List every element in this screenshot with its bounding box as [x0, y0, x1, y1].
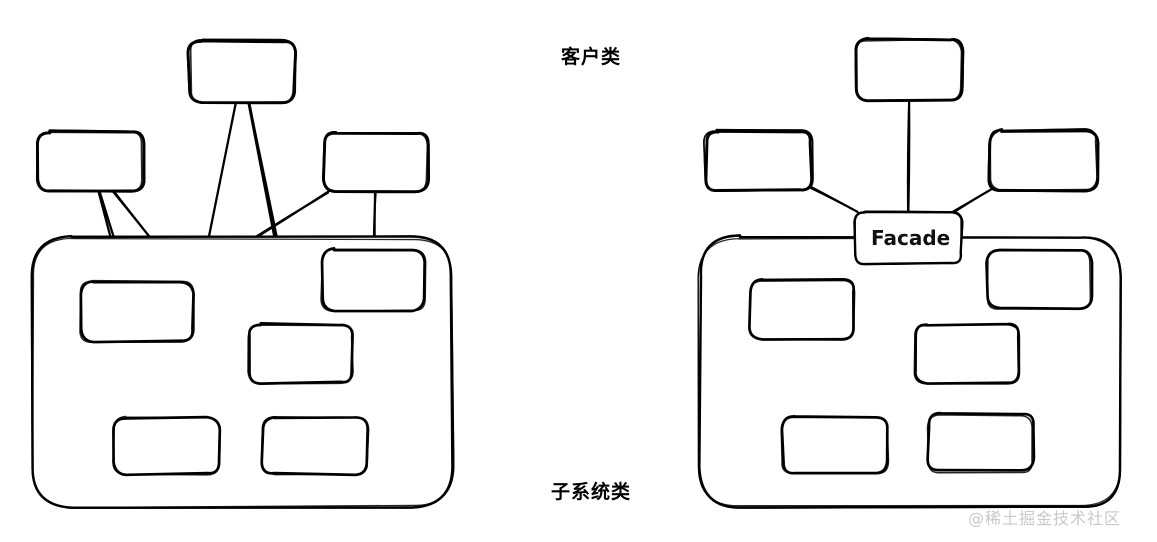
right-client-box-1[interactable] — [854, 36, 965, 103]
left-client-box-2-outline — [35, 129, 146, 193]
left-subsystem-box-5[interactable] — [260, 415, 370, 477]
right-connection-overlay-2-stroke — [810, 186, 859, 213]
facade-box-label: Facade — [871, 226, 951, 250]
left-subsystem-box-4[interactable] — [112, 415, 222, 477]
right-client-box-2[interactable] — [703, 128, 814, 192]
right-subsystem-box-2-outline — [985, 248, 1094, 311]
right-subsystem-box-2-outline-2 — [986, 248, 1092, 310]
watermark-text: @稀土掘金技术社区 — [968, 509, 1122, 528]
right-client-box-3[interactable] — [987, 128, 1100, 193]
right-subsystem-box-4[interactable] — [780, 415, 890, 475]
left-subsystem-box-4-outline — [112, 415, 222, 477]
right-subsystem-box-5-outline — [926, 411, 1036, 472]
left-client-box-3-outline-2 — [323, 132, 429, 193]
right-subsystem-box-2[interactable] — [985, 248, 1094, 311]
right-client-box-1-outline-2 — [854, 38, 963, 102]
left-subsystem-box-3-outline — [248, 322, 354, 385]
left-subsystem-box-1-outline-2 — [79, 279, 195, 344]
left-boxes — [30, 38, 455, 509]
left-subsystem-box-2[interactable] — [320, 246, 427, 313]
right-subsystem-container-outline-2 — [697, 236, 1122, 507]
right-subsystem-box-1-outline-2 — [749, 279, 856, 341]
left-subsystem-box-3[interactable] — [247, 322, 354, 385]
left-client-box-1-outline — [186, 39, 298, 105]
right-subsystem-box-1-outline — [748, 277, 855, 341]
right-connection-overlay-3 — [952, 188, 992, 213]
left-client-box-2-outline-2 — [35, 131, 143, 193]
left-subsystem-box-1[interactable] — [79, 279, 195, 344]
facade-box-outline-2 — [854, 210, 962, 266]
right-subsystem-box-3[interactable] — [913, 322, 1021, 385]
left-client-box-2[interactable] — [35, 129, 146, 193]
left-client-box-1-outline-2 — [189, 38, 297, 104]
right-connection-overlay-3-stroke — [952, 188, 992, 213]
left-subsystem-box-5-outline-2 — [260, 415, 370, 476]
subsystem-classes-label: 子系统类 — [551, 481, 632, 503]
client-classes-label: 客户类 — [561, 46, 622, 68]
right-subsystem-box-5[interactable] — [926, 411, 1036, 474]
right-connection-overlay-1 — [906, 98, 911, 213]
right-client-box-2-outline-2 — [703, 128, 814, 192]
right-subsystem-box-4-outline — [780, 415, 889, 475]
left-subsystem-container-outline-2 — [31, 237, 455, 509]
right-subsystem-box-4-outline-2 — [780, 416, 890, 475]
right-subsystem-box-1[interactable] — [748, 277, 856, 341]
facade-box[interactable] — [853, 210, 964, 266]
right-subsystem-box-3-outline-2 — [913, 324, 1021, 385]
right-connection-overlay-1-stroke — [906, 98, 911, 213]
left-subsystem-box-5-outline — [260, 415, 369, 477]
right-subsystem-box-5-outline-2 — [926, 414, 1033, 474]
left-subsystem-box-3-outline-2 — [247, 324, 354, 385]
right-boxes — [697, 36, 1122, 509]
left-subsystem-box-4-outline-2 — [112, 415, 221, 476]
right-client-box-3-outline-2 — [989, 128, 1098, 192]
right-subsystem-box-3-outline — [914, 322, 1021, 385]
left-subsystem-box-1-outline — [79, 280, 195, 344]
left-client-box-1[interactable] — [186, 38, 298, 105]
right-client-box-1-outline — [854, 36, 965, 103]
left-subsystem-box-2-outline — [320, 246, 427, 313]
right-client-box-3-outline — [987, 128, 1100, 193]
left-client-box-3[interactable] — [322, 131, 430, 194]
right-client-box-2-outline — [704, 129, 814, 192]
right-connection-overlay-2 — [810, 186, 859, 213]
left-client-box-3-outline — [322, 131, 430, 194]
left-subsystem-box-2-outline-2 — [320, 248, 427, 313]
